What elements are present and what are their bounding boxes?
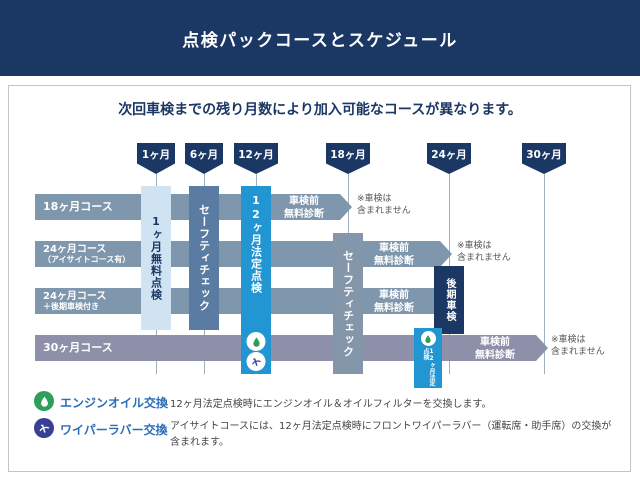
month-badge-label: 6ヶ月: [189, 149, 219, 161]
course-bar-24month-eyesight: 24ヶ月コース （アイサイトコース有）: [35, 241, 452, 267]
pre-inspection-free-diagnosis-label: 車検前 無料診断: [475, 337, 515, 361]
event-safety-check-2: セーフティチェック: [333, 233, 363, 374]
legend-wiper-label: ワイパーラバー交換: [60, 423, 168, 437]
event-label: セーフティチェック: [197, 204, 211, 312]
event-12month-legal-inspection: 12ヶ月法定点検: [241, 186, 271, 374]
event-label: 後期車検: [444, 278, 455, 322]
shaken-not-included-note: ※車検は 含まれません: [457, 241, 511, 263]
legend-wiper-desc: アイサイトコースには、12ヶ月法定点検時にフロントワイパーラバー（運転席・助手席…: [170, 421, 612, 448]
shaken-not-included-note: ※車検は 含まれません: [551, 335, 605, 357]
course-sublabel: （アイサイトコース有）: [43, 255, 131, 265]
course-bar-30month: 30ヶ月コース: [35, 335, 548, 361]
pre-inspection-free-diagnosis-label: 車検前 無料診断: [284, 196, 324, 220]
legend-engine-oil-label: エンジンオイル交換: [60, 396, 169, 410]
pre-inspection-free-diagnosis-label: 車検前 無料診断: [374, 243, 414, 267]
engine-oil-icon: [420, 331, 436, 346]
month-badge-label: 18ヶ月: [330, 149, 366, 161]
page-header: 点検パックコースとスケジュール: [0, 0, 640, 76]
shaken-not-included-note: ※車検は 含まれません: [357, 194, 411, 216]
course-label: 18ヶ月コース: [43, 199, 113, 213]
engine-oil-icon: [246, 332, 266, 351]
event-safety-check-1: セーフティチェック: [189, 186, 219, 330]
intro-text: 次回車検までの残り月数により加入可能なコースが異なります。: [118, 102, 522, 118]
month-badge-label: 30ヶ月: [526, 149, 562, 161]
event-12month-legal-inspection-row4: 12ヶ月法定点検: [414, 328, 442, 388]
engine-oil-icon: [34, 391, 54, 411]
page-title: 点検パックコースとスケジュール: [182, 30, 458, 51]
month-badge-label: 24ヶ月: [431, 149, 467, 161]
event-label: 12ヶ月法定点検: [422, 348, 435, 386]
event-1month-free-inspection: 1ヶ月無料点検: [141, 186, 171, 330]
wiper-icon: [34, 418, 54, 438]
legend-engine-oil-desc: 12ヶ月法定点検時にエンジンオイル＆オイルフィルターを交換します。: [170, 399, 492, 410]
course-label: 30ヶ月コース: [43, 340, 113, 354]
event-late-inspection: 後期車検: [434, 266, 464, 334]
course-sublabel: ＋後期車検付き: [43, 302, 99, 312]
pre-inspection-free-diagnosis-label: 車検前 無料診断: [374, 290, 414, 314]
event-label: 1ヶ月無料点検: [149, 215, 163, 301]
wiper-icon: [246, 352, 266, 371]
course-bar-18month: 18ヶ月コース: [35, 194, 352, 220]
event-label: 12ヶ月法定点検: [249, 194, 263, 294]
month-badge-1m: 1ヶ月: [137, 143, 175, 174]
course-label: 24ヶ月コース: [43, 243, 107, 255]
timeline-guide-line: [544, 174, 545, 374]
month-badge-label: 1ヶ月: [141, 149, 171, 161]
event-label: セーフティチェック: [341, 249, 355, 358]
course-label: 24ヶ月コース: [43, 290, 107, 302]
month-badge-label: 12ヶ月: [238, 149, 274, 161]
